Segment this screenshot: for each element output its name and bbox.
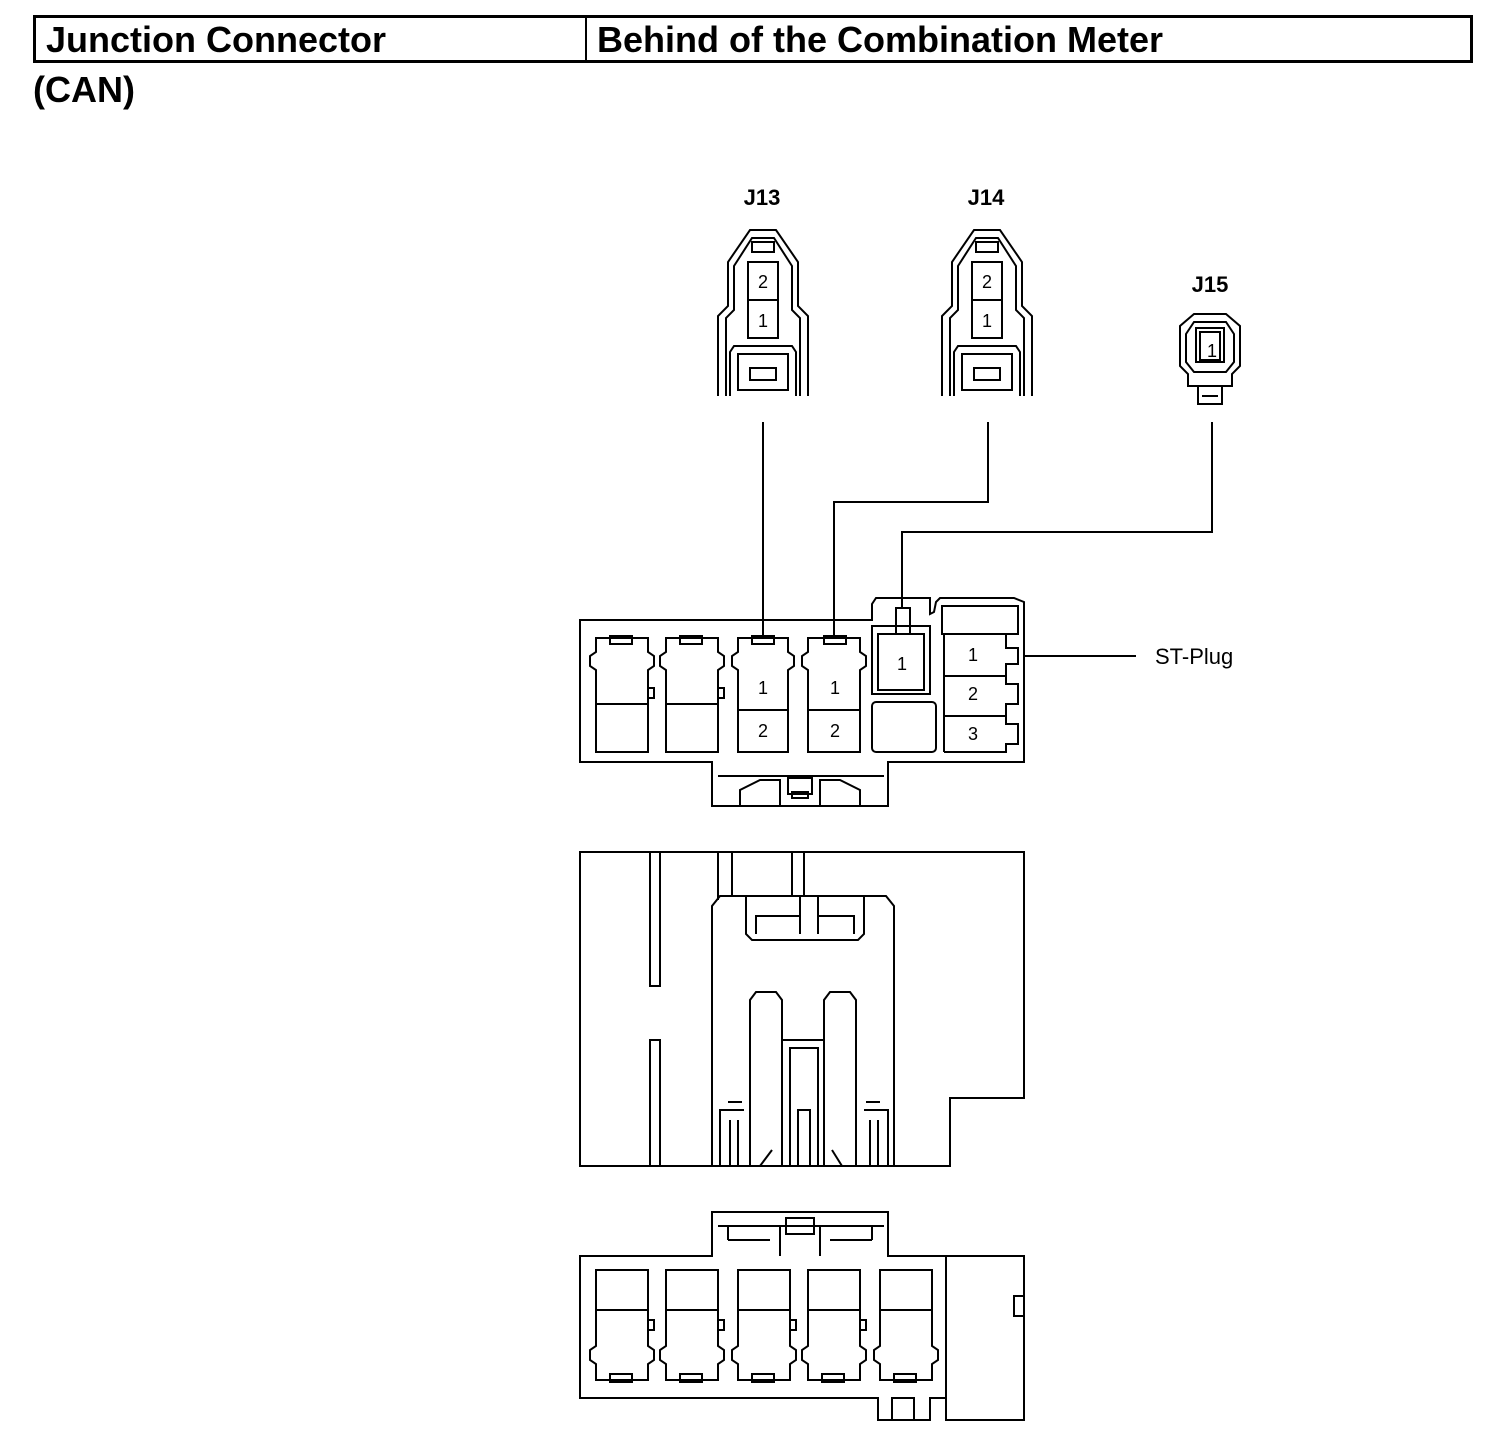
empty-cavity (589, 635, 655, 753)
connector-j15: J15 1 (1179, 272, 1241, 405)
junction-cavity: 1 (871, 607, 937, 753)
empty-cavity (801, 1269, 867, 1383)
empty-cavity (589, 1269, 655, 1383)
j14-label: J14 (968, 185, 1005, 210)
junction-pin: 1 (758, 678, 768, 698)
j13-label: J13 (744, 185, 781, 210)
component-location: Behind of the Combination Meter (597, 19, 1163, 60)
diagram-subtitle: (CAN) (33, 69, 135, 110)
junction-cavity: 1 2 (731, 635, 795, 753)
empty-cavity (659, 1269, 725, 1383)
connection-wires (762, 422, 1213, 636)
st-plug-pin: 3 (968, 724, 978, 744)
junction-block-bottom-view (579, 1211, 1025, 1421)
junction-pin: 2 (758, 721, 768, 741)
component-name: Junction Connector (36, 18, 587, 60)
j13-pin: 1 (758, 311, 768, 331)
empty-cavity (731, 1269, 797, 1383)
empty-cavity (659, 635, 725, 753)
empty-cavity (873, 1269, 939, 1383)
junction-pin: 2 (830, 721, 840, 741)
header-table: Junction Connector Behind of the Combina… (33, 15, 1473, 63)
wire-j15 (901, 422, 1213, 608)
j15-pin-cavity (1195, 327, 1225, 363)
j14-pin-cavity (971, 299, 1003, 339)
junction-cavity: 1 2 (801, 635, 867, 753)
j14-pin: 2 (982, 272, 992, 292)
junction-pin: 1 (830, 678, 840, 698)
junction-pin: 1 (897, 654, 907, 674)
junction-block-top-view: 1 2 1 2 1 1 2 3 (579, 597, 1233, 807)
j15-pin: 1 (1207, 341, 1217, 361)
j14-pin: 1 (982, 311, 992, 331)
j13-pin: 2 (758, 272, 768, 292)
j15-label: J15 (1192, 272, 1229, 297)
st-plug-pin: 1 (968, 645, 978, 665)
connector-j13: J13 2 1 (717, 185, 809, 396)
j13-pin-cavity (747, 299, 779, 339)
connector-j14: J14 2 1 (941, 185, 1033, 396)
st-plug-label: ST-Plug (1155, 644, 1233, 669)
wire-j14 (833, 422, 989, 636)
st-plug-pin: 2 (968, 684, 978, 704)
junction-block-side-view (579, 851, 1025, 1167)
st-plug: 1 2 3 (941, 605, 1019, 753)
